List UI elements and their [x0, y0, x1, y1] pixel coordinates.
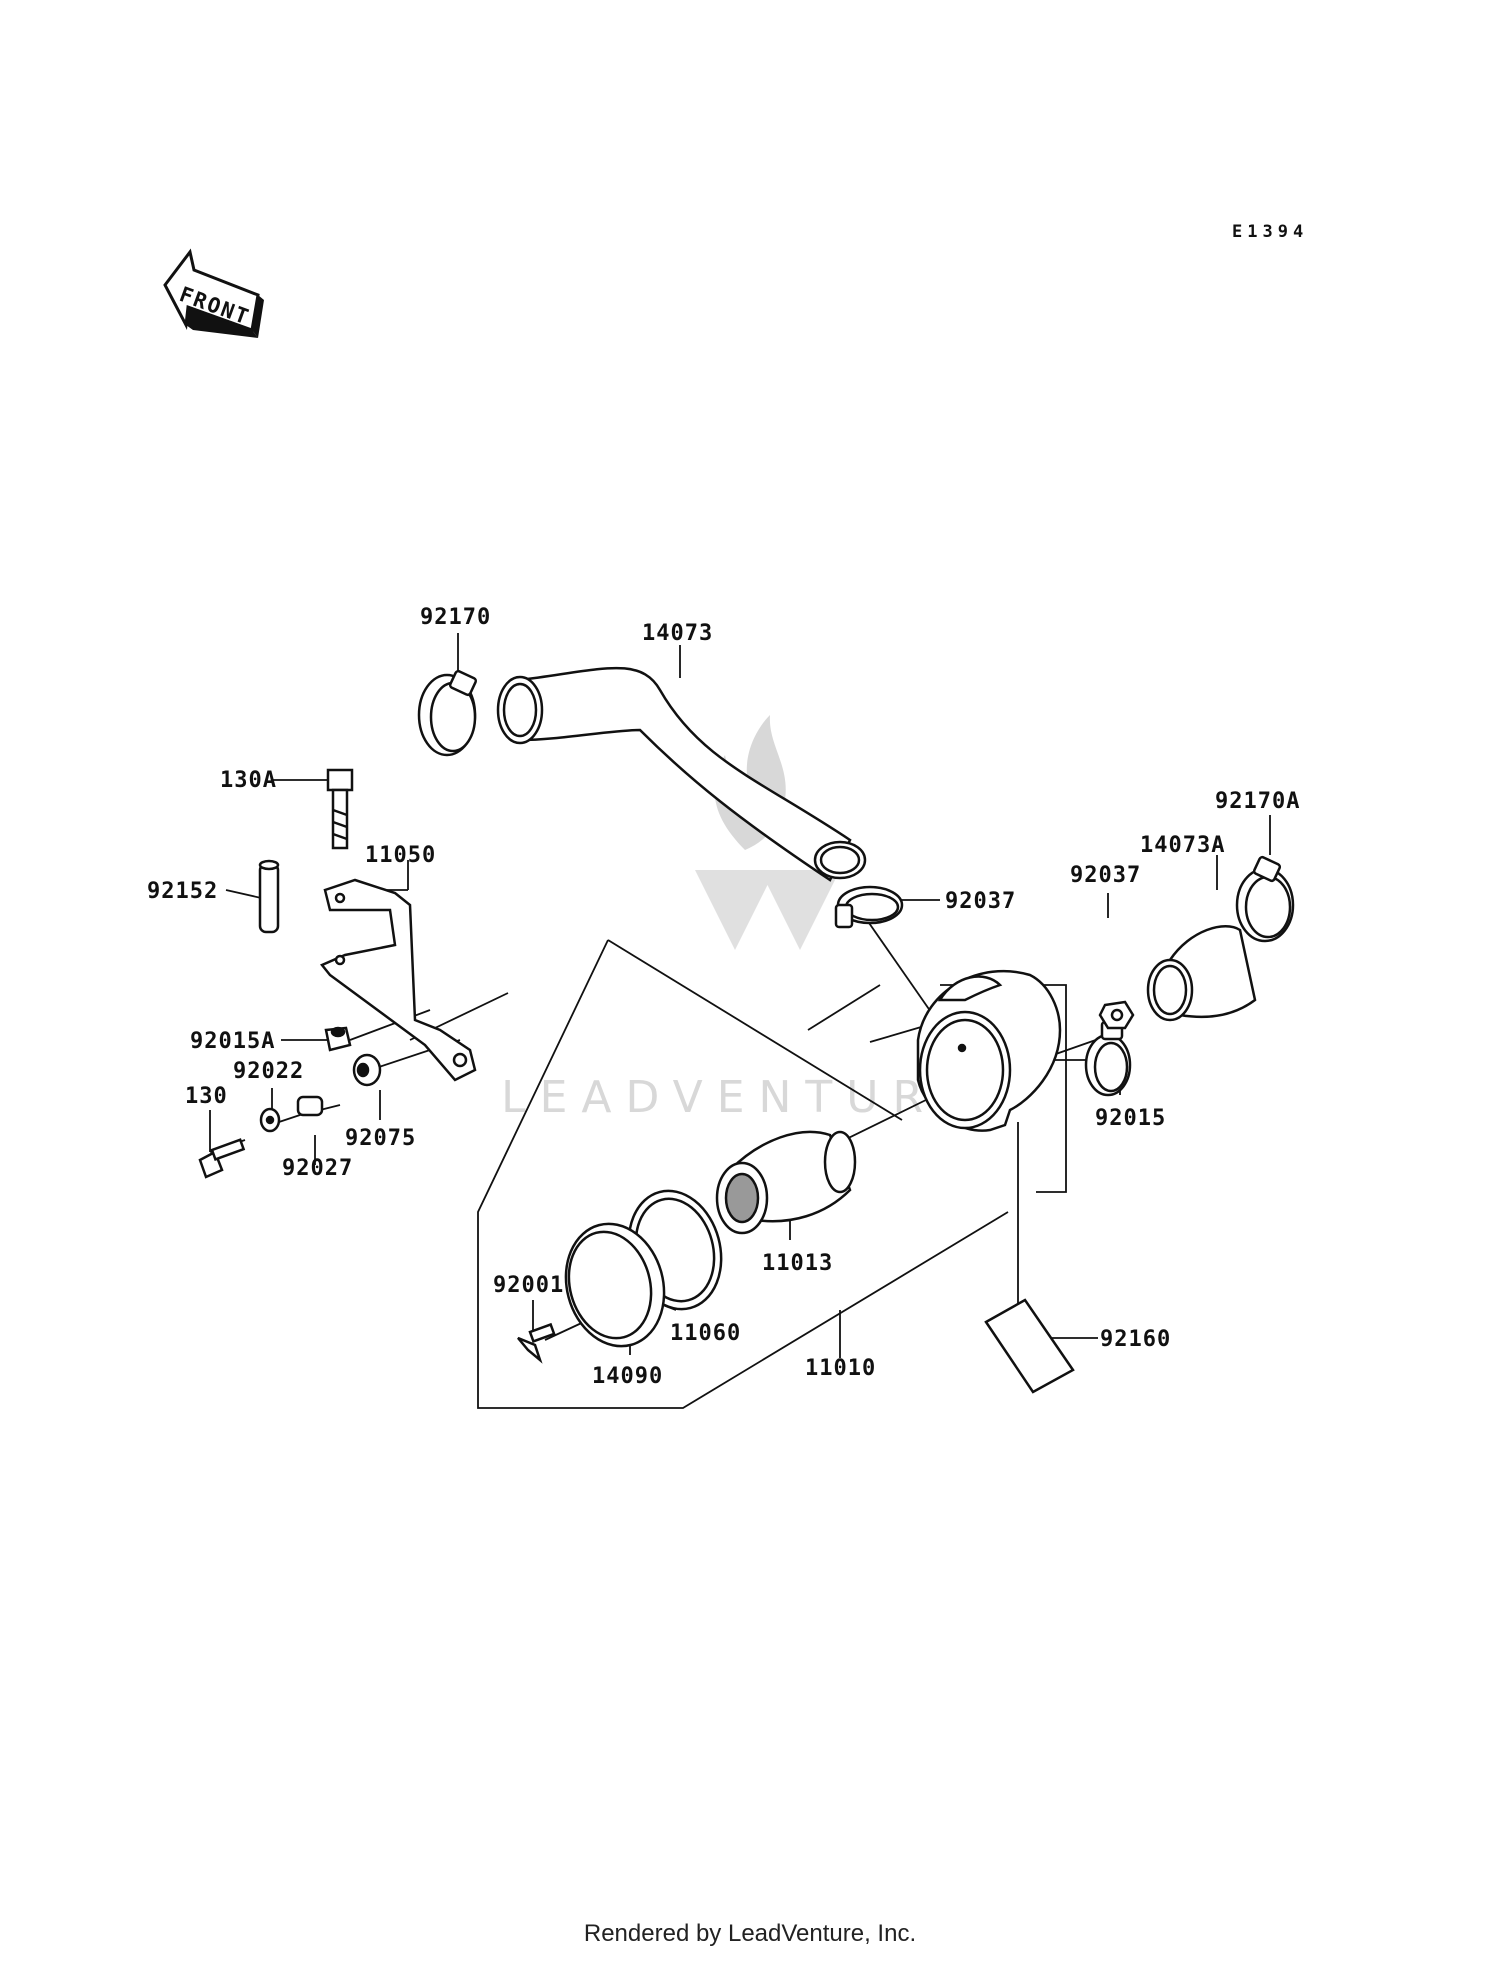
label-92001: 92001: [493, 1273, 564, 1298]
label-92152: 92152: [147, 879, 218, 904]
nut-92015A-icon: [324, 1026, 352, 1052]
label-11060: 11060: [670, 1321, 741, 1346]
collar-92152-icon: [258, 859, 280, 934]
label-92015: 92015: [1095, 1106, 1166, 1131]
label-92170A: 92170A: [1215, 789, 1300, 814]
wing-bolt-92001-icon: [517, 1322, 556, 1364]
clamp-92170A-icon: [1235, 855, 1295, 943]
label-92160: 92160: [1100, 1327, 1171, 1352]
cap-14090-icon: [564, 1222, 666, 1348]
washer-92022-icon: [259, 1107, 281, 1133]
front-arrow-icon: FRONT: [163, 248, 264, 338]
intake-duct-14073-icon: [496, 666, 867, 882]
clamp-92037-upper-icon: [834, 885, 904, 929]
label-11013: 11013: [762, 1251, 833, 1276]
duct-14073A-icon: [1146, 925, 1257, 1022]
bolt-130-icon: [198, 1138, 246, 1179]
label-92022: 92022: [233, 1059, 304, 1084]
clamp-92170-icon: [417, 669, 478, 757]
label-92027: 92027: [282, 1156, 353, 1181]
pad-92160-icon: [984, 1298, 1075, 1394]
collar-92027-icon: [296, 1095, 324, 1117]
air-cleaner-case-icon: [916, 969, 1062, 1132]
footer-credit: Rendered by LeadVenture, Inc.: [583, 1920, 917, 1947]
part-labels: 92170 14073 130A 11050 92152 92015A 9202…: [147, 605, 1300, 1389]
label-92170: 92170: [420, 605, 491, 630]
label-14073: 14073: [642, 621, 713, 646]
nut-92015-icon: [1098, 1000, 1135, 1030]
label-11010: 11010: [805, 1356, 876, 1381]
label-92037-right: 92037: [1070, 863, 1141, 888]
label-14090: 14090: [592, 1364, 663, 1389]
element-11013-icon: [715, 1130, 857, 1235]
damper-92075-icon: [352, 1053, 382, 1087]
label-130A: 130A: [220, 768, 277, 793]
label-14073A: 14073A: [1140, 833, 1225, 858]
bolt-130A-icon: [326, 768, 354, 850]
clamp-92037-right-icon: [1084, 1020, 1132, 1097]
label-92075: 92075: [345, 1126, 416, 1151]
diagram-code: E1394: [1232, 222, 1308, 242]
label-11050: 11050: [365, 843, 436, 868]
bracket-11050-icon: [320, 878, 477, 1082]
label-130: 130: [185, 1084, 228, 1109]
label-92037-upper: 92037: [945, 889, 1016, 914]
watermark-text: LEADVENTURE: [501, 1072, 979, 1123]
label-92015A: 92015A: [190, 1029, 275, 1054]
